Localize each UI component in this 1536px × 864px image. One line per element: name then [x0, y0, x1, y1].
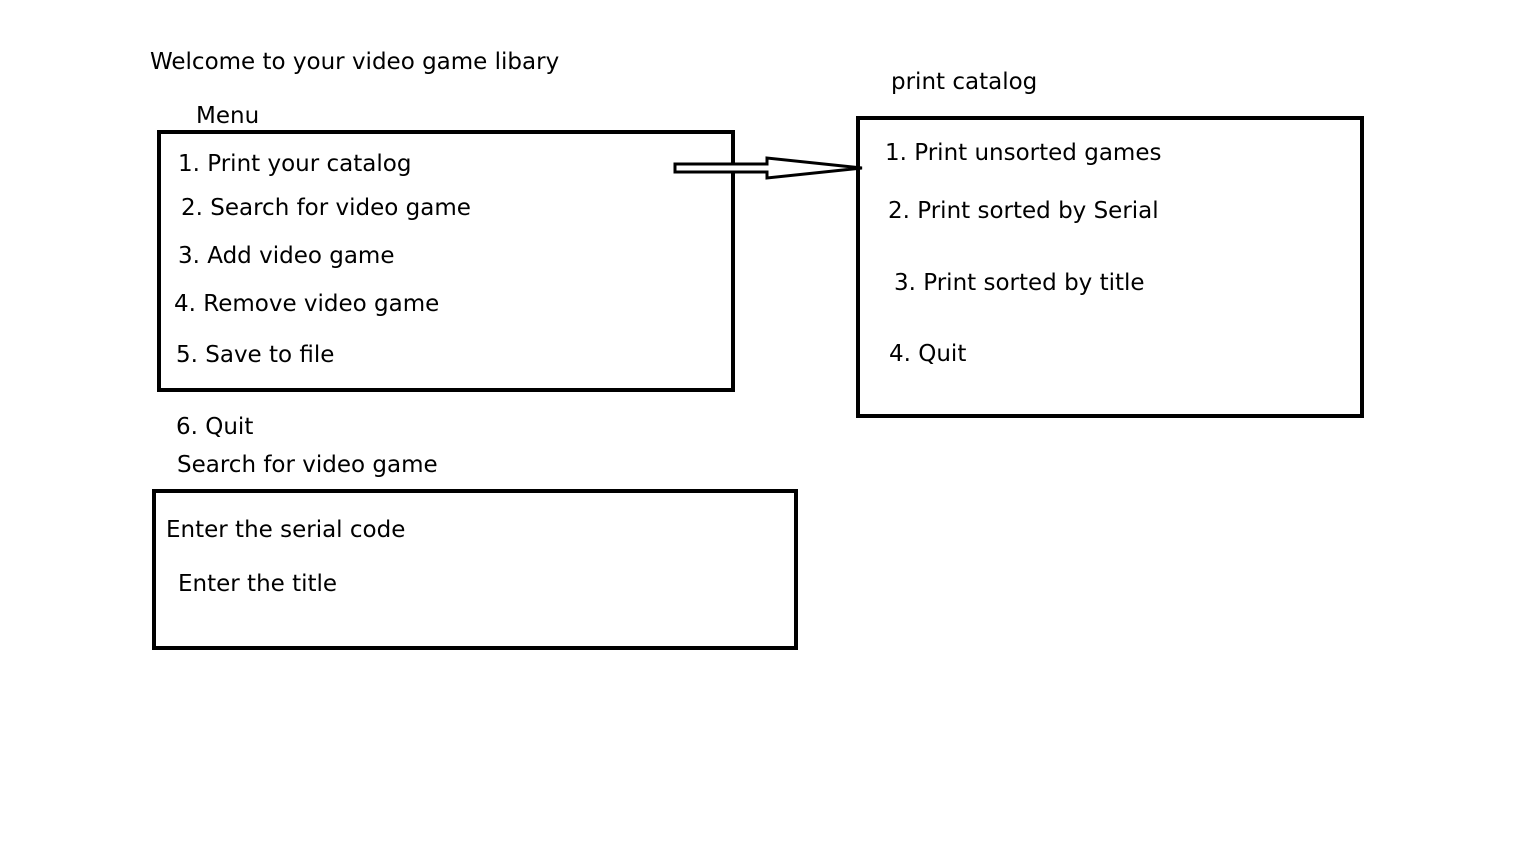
- search-title-field[interactable]: Enter the title: [178, 571, 338, 597]
- menu-item-remove[interactable]: 4. Remove video game: [174, 291, 440, 317]
- menu-heading: Menu: [196, 103, 260, 129]
- menu-item-search[interactable]: 2. Search for video game: [181, 195, 471, 221]
- menu-box: [157, 130, 735, 392]
- print-catalog-box: [856, 116, 1364, 418]
- print-catalog-item-title[interactable]: 3. Print sorted by title: [894, 270, 1145, 296]
- menu-item-save[interactable]: 5. Save to file: [176, 342, 335, 368]
- menu-item-add[interactable]: 3. Add video game: [178, 243, 395, 269]
- search-box: [152, 489, 798, 650]
- print-catalog-heading: print catalog: [891, 69, 1038, 95]
- print-catalog-item-serial[interactable]: 2. Print sorted by Serial: [888, 198, 1159, 224]
- search-heading: Search for video game: [177, 452, 438, 478]
- menu-item-print-catalog[interactable]: 1. Print your catalog: [178, 151, 412, 177]
- menu-item-quit[interactable]: 6. Quit: [176, 414, 254, 440]
- search-serial-field[interactable]: Enter the serial code: [166, 517, 406, 543]
- page-title: Welcome to your video game libary: [150, 49, 560, 75]
- print-catalog-item-quit[interactable]: 4. Quit: [889, 341, 967, 367]
- print-catalog-item-unsorted[interactable]: 1. Print unsorted games: [885, 140, 1162, 166]
